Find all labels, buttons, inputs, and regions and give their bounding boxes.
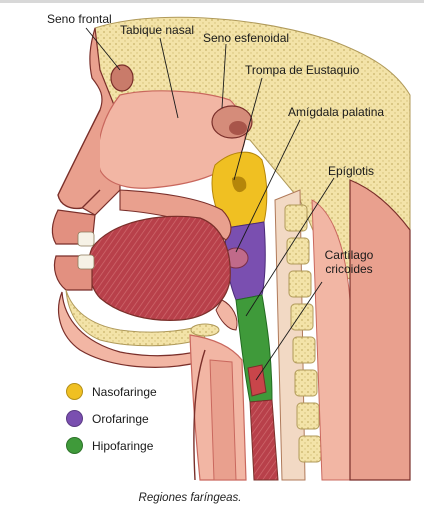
leader-lines (85, 27, 335, 381)
upper-teeth (77, 231, 95, 247)
legend-label: Orofaringe (92, 411, 149, 426)
trachea-lumen (209, 359, 237, 481)
esophagus (249, 399, 279, 481)
posterior-neck (349, 179, 411, 481)
hyoid-bone (190, 323, 220, 337)
eustachian-tube-opening (232, 176, 247, 193)
nose-outline (57, 109, 101, 210)
cervical-spine (274, 189, 351, 481)
label-seno-frontal: Seno frontal (47, 12, 112, 26)
tongue (88, 215, 231, 321)
epiglottis (215, 299, 238, 331)
label-cartilago-cricoides: Cartílago cricoides (324, 248, 374, 276)
legend-label: Nasofaringe (92, 384, 157, 399)
legend-label: Hipofaringe (92, 438, 154, 453)
legend-swatch-orofaringe (66, 410, 83, 427)
legend-swatch-nasofaringe (66, 383, 83, 400)
label-tabique-nasal: Tabique nasal (120, 23, 195, 37)
legend-item-nasofaringe: Nasofaringe (66, 378, 157, 405)
legend-item-hipofaringe: Hipofaringe (66, 432, 157, 459)
anterior-neck-skin (193, 349, 206, 481)
frontal-sinus (110, 64, 134, 92)
legend-swatch-hipofaringe (66, 437, 83, 454)
label-epiglotis: Epíglotis (328, 164, 375, 178)
figure-caption: Regiones faríngeas. (138, 492, 242, 504)
label-amigdala-palatina: Amígdala palatina (288, 105, 385, 119)
cricoid-cartilage (247, 364, 267, 397)
label-seno-esfenoidal: Seno esfenoidal (203, 31, 290, 45)
legend: Nasofaringe Orofaringe Hipofaringe (66, 378, 157, 459)
label-trompa-eustaquio: Trompa de Eustaquio (245, 63, 360, 77)
lower-teeth (77, 254, 95, 270)
legend-item-orofaringe: Orofaringe (66, 405, 157, 432)
sphenoid-sinus-inner (229, 121, 247, 135)
top-edge-band (0, 0, 424, 3)
